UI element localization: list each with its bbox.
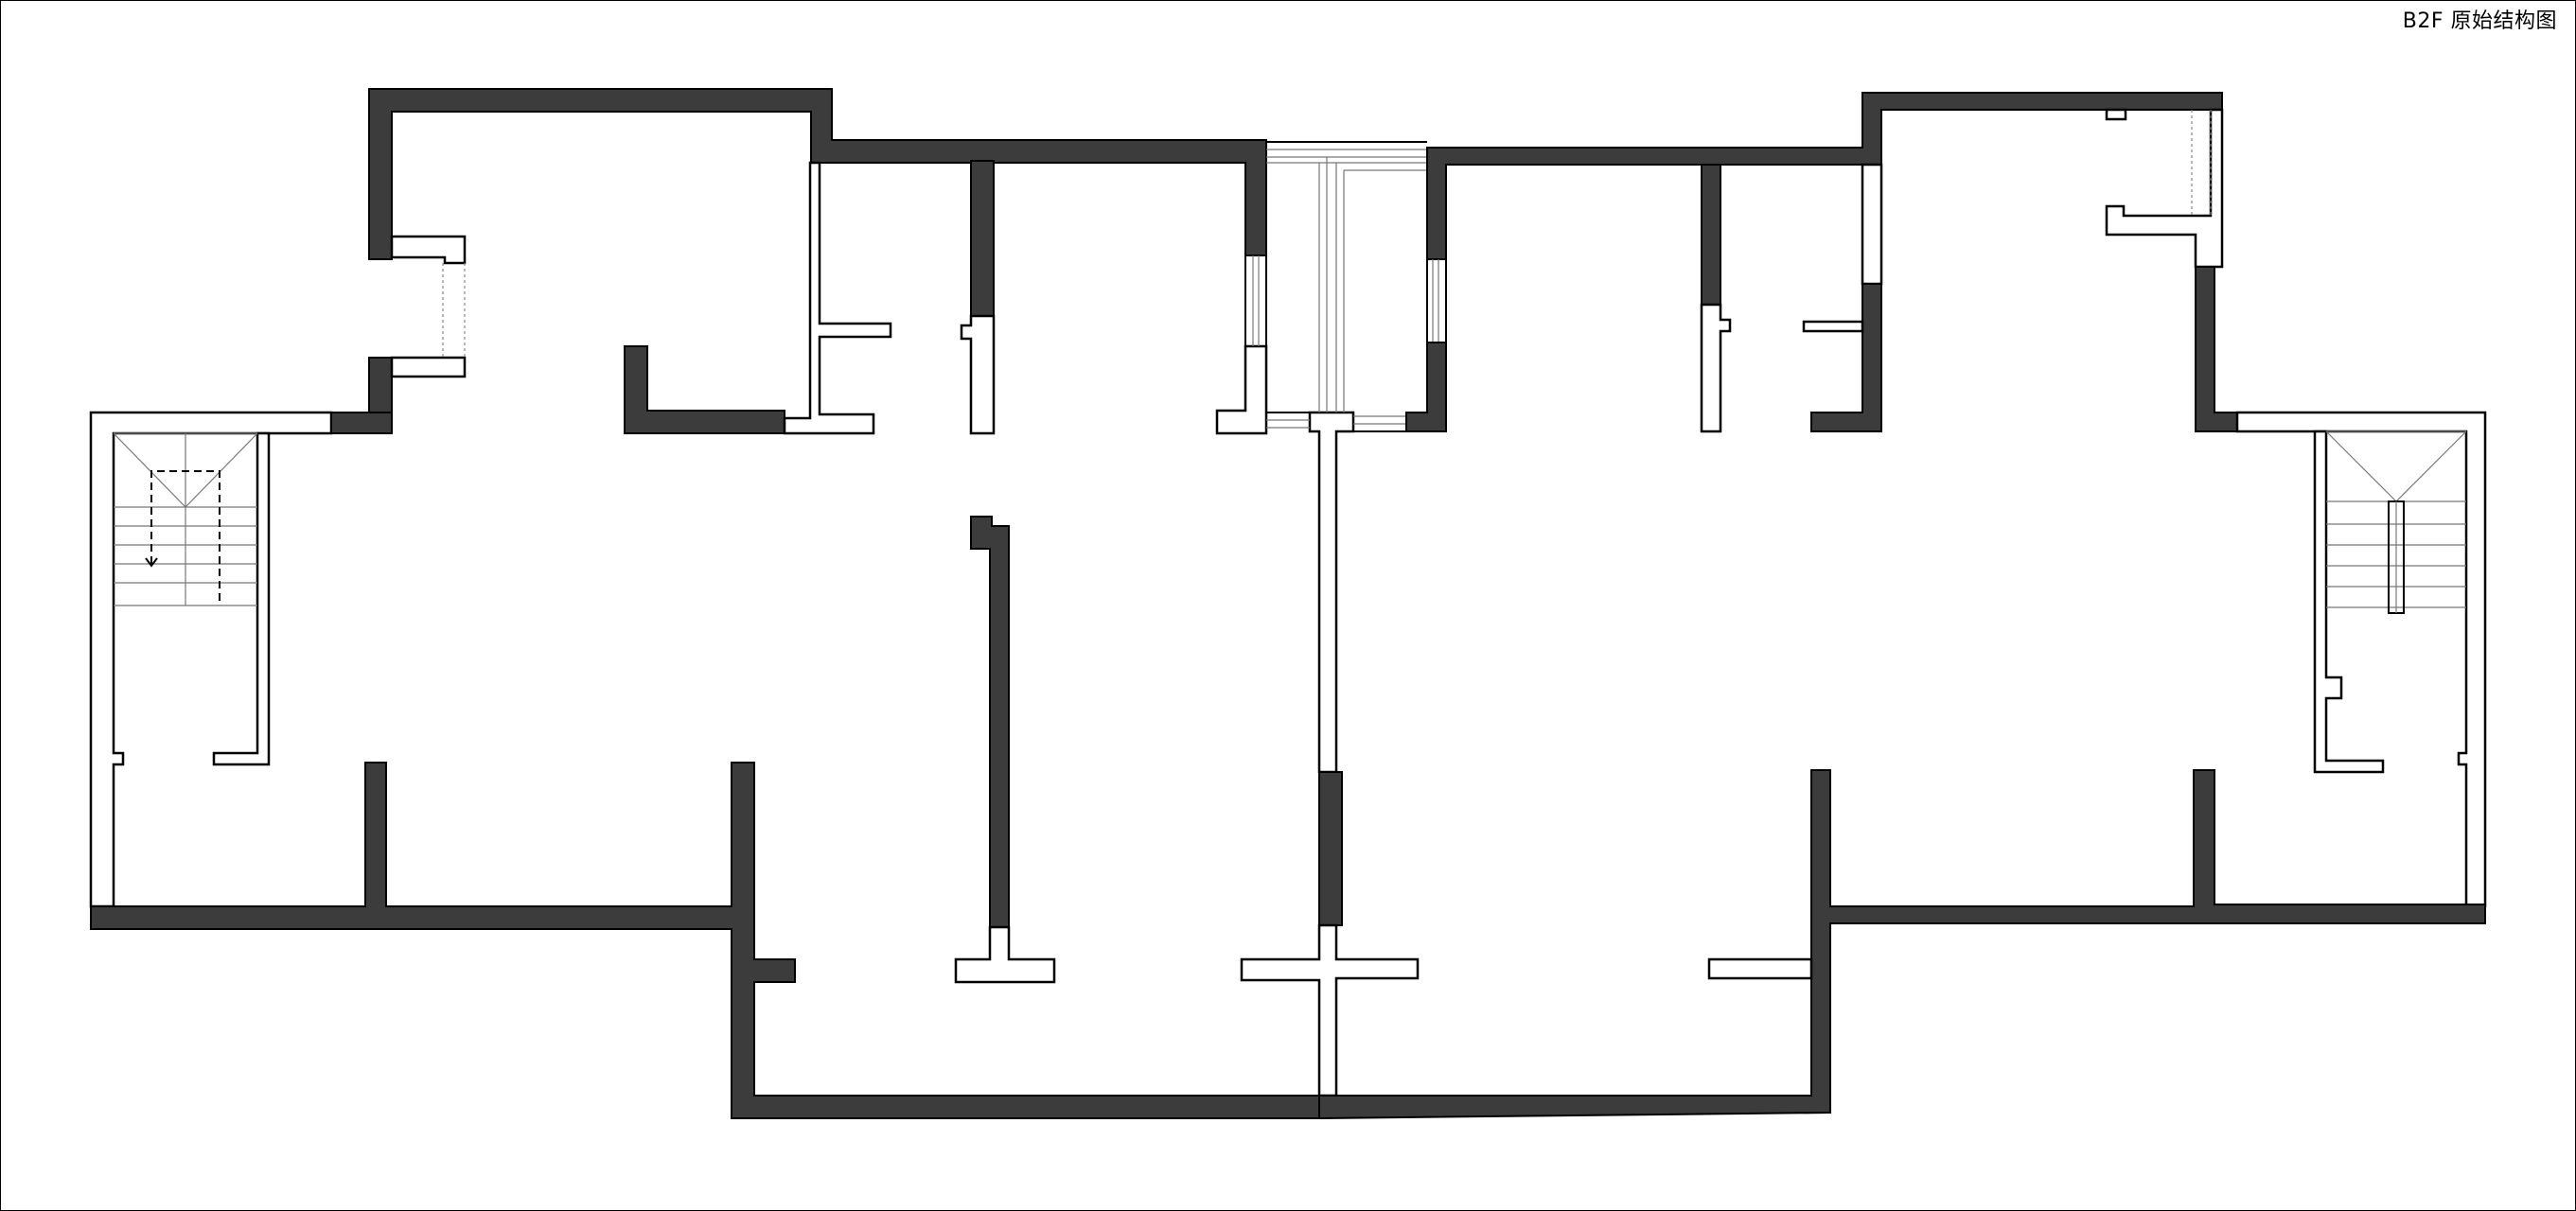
partition-center-left [960,314,996,435]
wall-right-vertical [2195,266,2238,432]
partition-window-col-left [1215,344,1268,435]
left-unit [89,88,1320,1119]
drawing-title: B2F 原始结构图 [2402,9,2557,33]
wall-right-bath [1810,283,1882,432]
central-column-cap [1308,411,1355,774]
partition-bottom-right [1707,957,1813,980]
wall-kitchen [624,345,785,434]
wall-window-col-right [1405,342,1447,432]
stair-icon-left [113,432,258,606]
stair-icon-right [2325,430,2467,614]
stair-railing-right [2313,430,2385,774]
sill-left-upper [390,235,467,265]
wall-stair-corner [330,412,393,434]
wall-center-right [1701,164,1721,306]
center-divider [1240,141,1427,1097]
central-partition [1240,923,1420,1097]
wall-bottom-right [1318,769,2486,1120]
wall-top-right [1426,92,2223,260]
partition-interior-t [954,925,1056,984]
sill-right [2105,108,2224,269]
stair-railing-left [212,431,271,766]
shelf-right-bath [1802,320,1864,333]
right-unit [1318,92,2487,1120]
wall-top-left [368,88,1267,260]
wall-interior-long [970,516,1010,928]
central-column [1318,771,1343,926]
wall-bottom-left [90,762,1320,1119]
stair-enclosure-left [89,411,333,908]
stair-enclosure-right [2235,411,2487,908]
window-icon [1266,141,1427,432]
partition-kitchen [783,161,892,435]
partition-center-right [1700,303,1732,433]
sill-right-top [2105,108,2127,121]
sill-left-lower [390,356,467,378]
wall-center-left [970,160,995,317]
partition-right-bath [1861,163,1883,286]
